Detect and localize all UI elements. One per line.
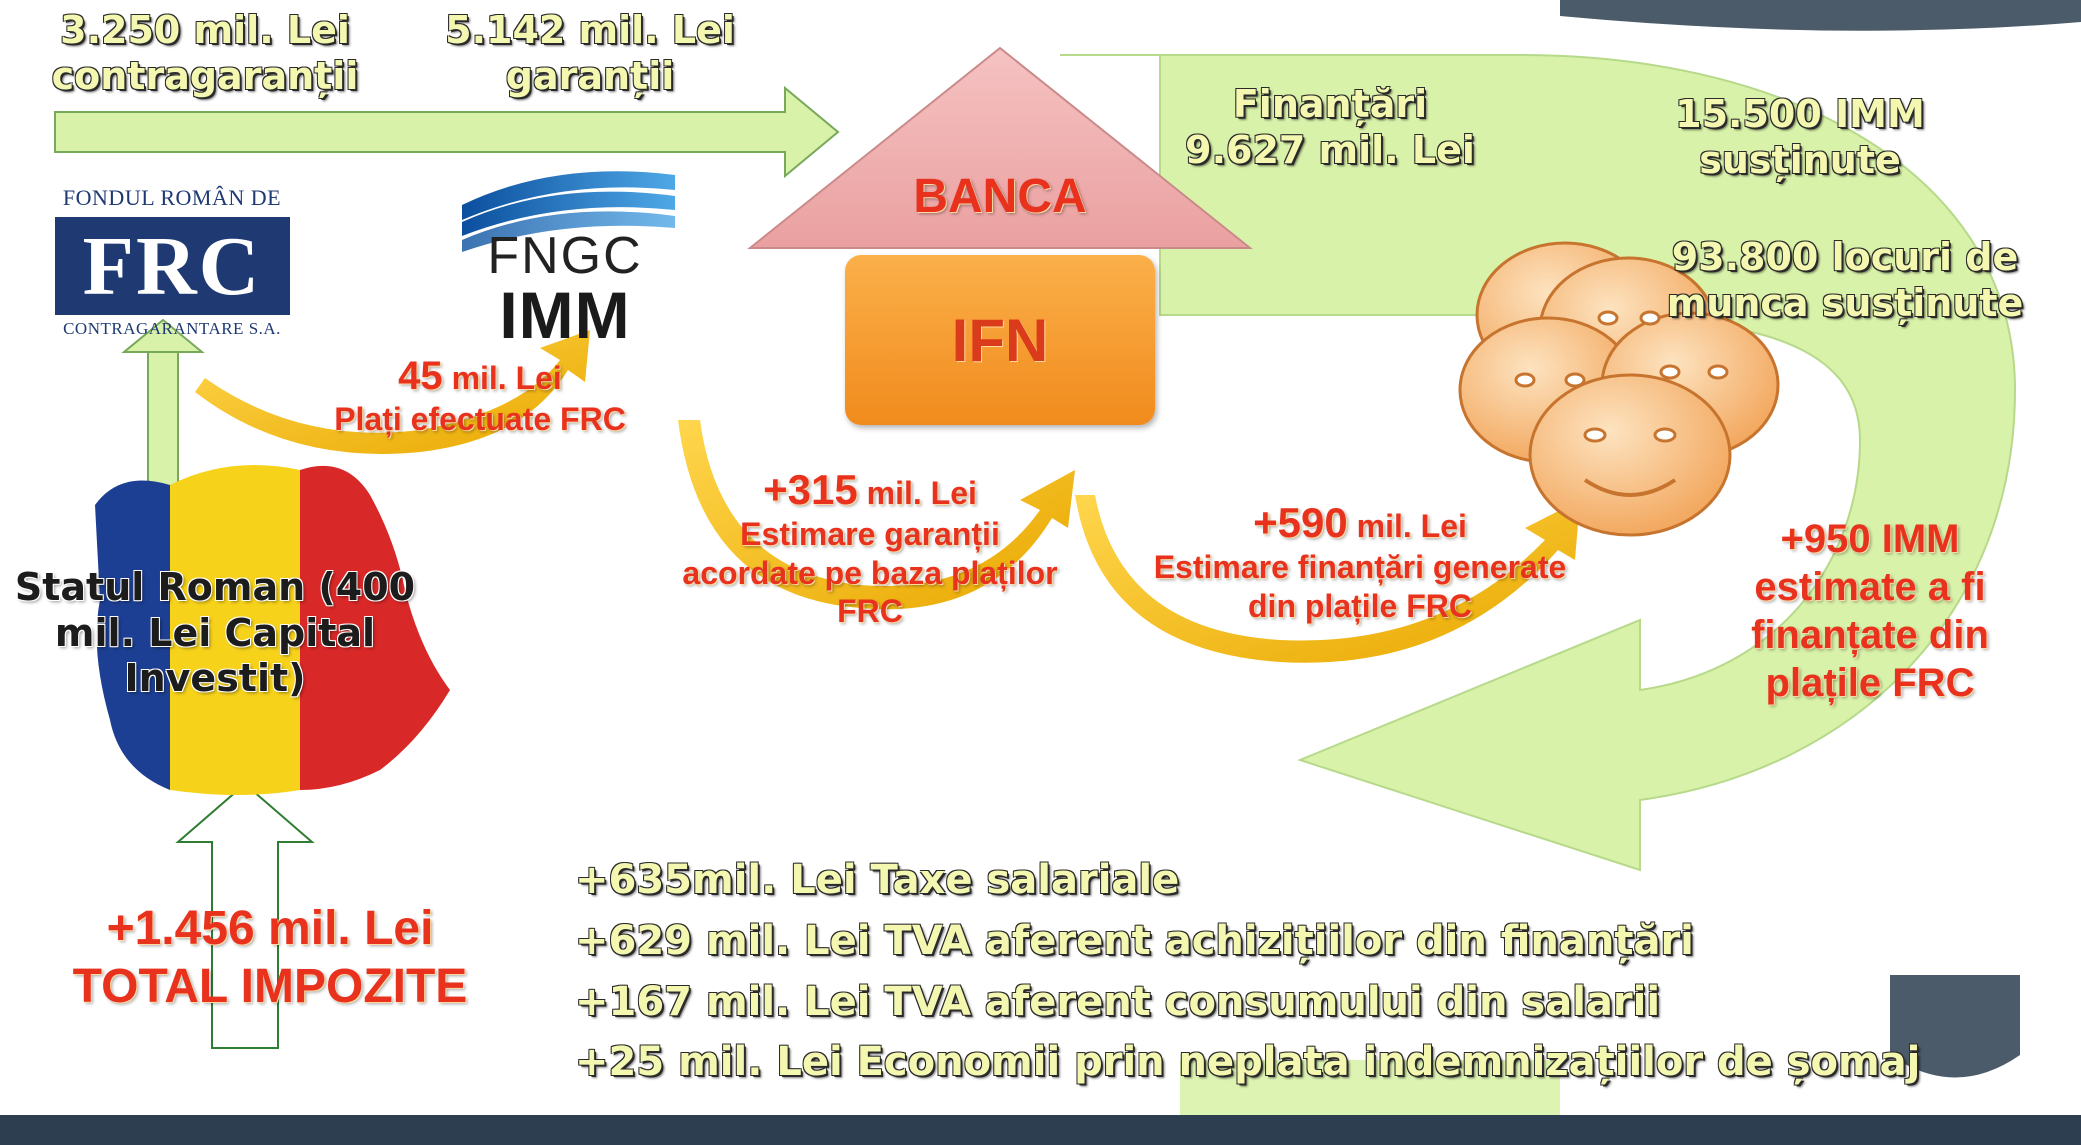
- gold-arrow-fngc-ifn: [678, 420, 1075, 610]
- tax-item: +25 mil. Lei Economii prin neplata indem…: [575, 1039, 1921, 1086]
- frc-logo-bottom: CONTRAGARANTARE S.A.: [63, 319, 281, 338]
- shield-watermark: [1890, 975, 2020, 1078]
- corner-badge: [1560, 0, 2081, 31]
- total-impozite-label: +1.456 mil. Lei TOTAL IMPOZITE: [72, 902, 468, 1013]
- plati-frc-label: 45 mil. Lei Plați efectuate FRC: [334, 354, 626, 437]
- imm-sustinute-label: 15.500 IMM susținute: [1675, 92, 1925, 182]
- ifn-box: IFN: [845, 255, 1155, 425]
- frc-logo-top: FONDUL ROMÂN DE: [62, 185, 282, 210]
- tax-item: +167 mil. Lei TVA aferent consumului din…: [575, 978, 1661, 1025]
- tax-item: +629 mil. Lei TVA aferent achizițiilor d…: [575, 917, 1694, 964]
- footer-bar: [0, 1115, 2081, 1145]
- estimare-garantii-label: +315 mil. Lei Estimare garanții acordate…: [682, 466, 1058, 630]
- frc-logo-mark: FRC: [54, 217, 290, 315]
- fngc-logo-text: FNGC: [487, 227, 643, 285]
- ifn-label: IFN: [951, 306, 1049, 374]
- tax-list: +635mil. Lei Taxe salariale +629 mil. Le…: [575, 850, 1995, 1093]
- imm-estimate-label: +950 IMM estimate a fi finanțate din pla…: [1751, 517, 1989, 705]
- top-arrow: [54, 85, 840, 179]
- banca-label: BANCA: [913, 170, 1087, 223]
- frc-logo: FONDUL ROMÂN DE FRC CONTRAGARANTARE S.A.: [52, 185, 292, 345]
- smiley-faces: [1458, 241, 1780, 537]
- finantari-label: Finanțări 9.627 mil. Lei: [1185, 82, 1475, 172]
- locuri-munca-label: 93.800 locuri de munca susținute: [1666, 235, 2024, 325]
- gold-arrow-frc-fngc: [195, 330, 590, 454]
- romania-map: [95, 465, 450, 795]
- imm-logo-text: IMM: [499, 278, 631, 352]
- tax-item: +635mil. Lei Taxe salariale: [575, 857, 1180, 903]
- garantii-label: 5.142 mil. Lei garanții: [445, 8, 735, 98]
- gold-arrow-ifn-imm: [1075, 495, 1580, 663]
- statul-roman-label: Statul Roman (400 mil. Lei Capital Inves…: [14, 565, 416, 701]
- fngc-logo: FNGC IMM: [450, 168, 680, 348]
- up-arrow-outline: [175, 782, 315, 1049]
- fngc-waves: [462, 171, 675, 252]
- cycle-arrow: [1060, 54, 2017, 872]
- estimare-finantari-label: +590 mil. Lei Estimare finanțări generat…: [1153, 499, 1567, 624]
- contragarantii-label: 3.250 mil. Lei contragaranții: [51, 8, 359, 98]
- banca-roof: [747, 46, 1253, 249]
